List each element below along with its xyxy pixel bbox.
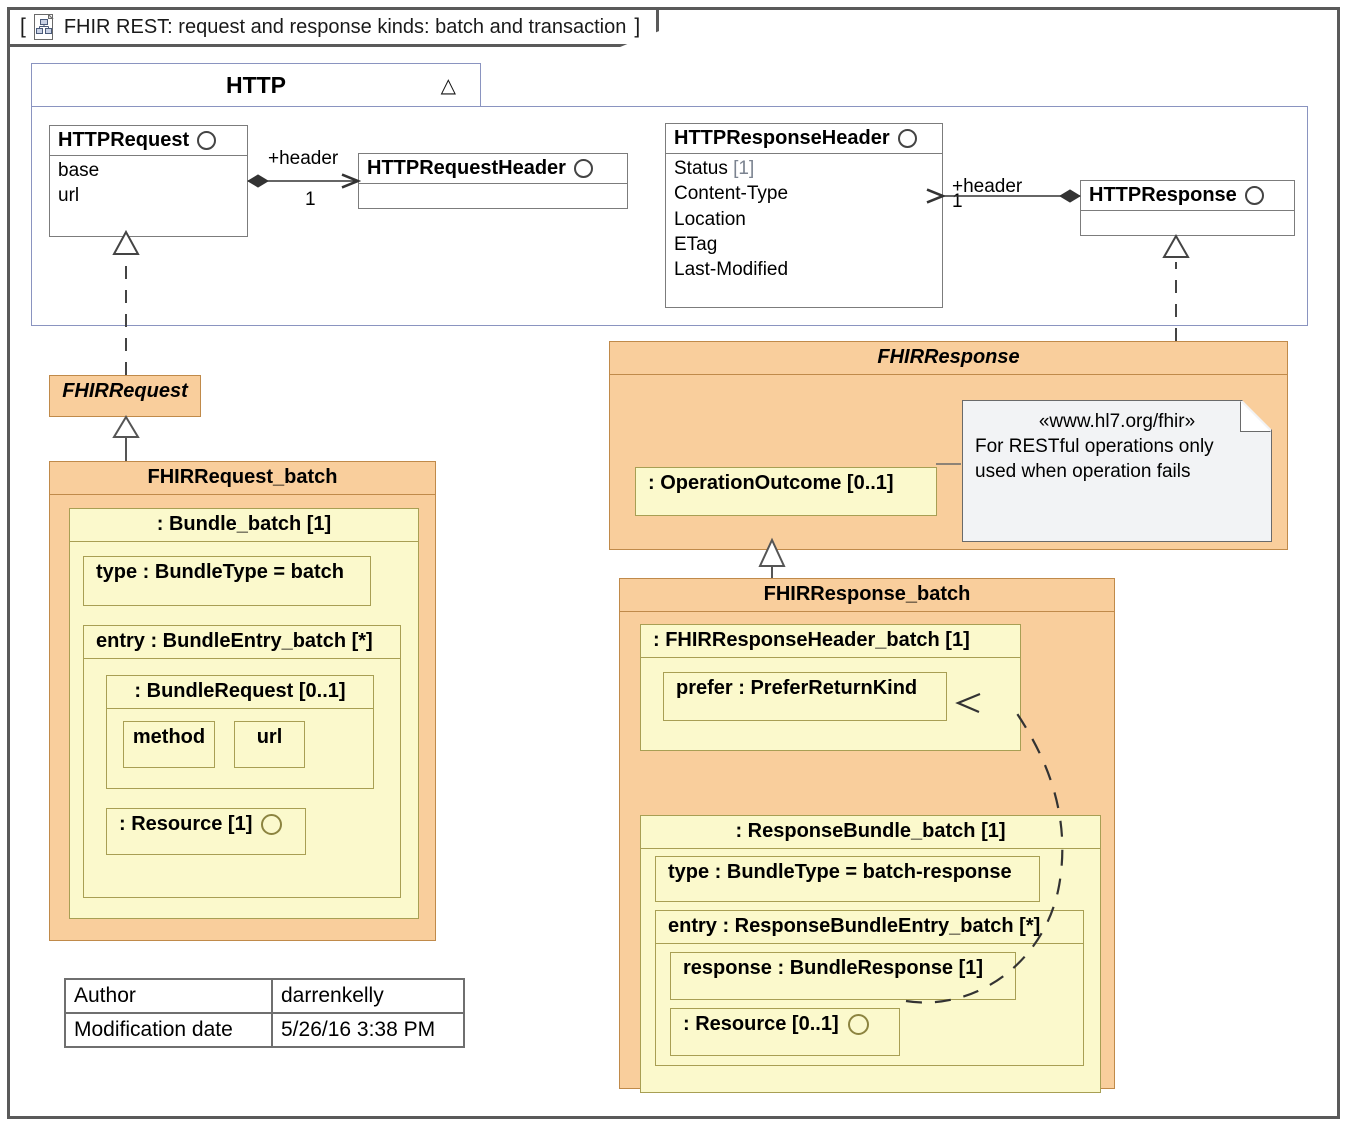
part-fhir-response-header-batch-label: : FHIRResponseHeader_batch [1] <box>641 625 1020 658</box>
note-hl7-fhir: «www.hl7.org/fhir» For RESTful operation… <box>962 400 1272 542</box>
part-prefer-label: prefer : PreferReturnKind <box>676 677 918 699</box>
class-http-response[interactable]: HTTPResponse <box>1080 180 1295 236</box>
diagram-title-text: FHIR REST: request and response kinds: b… <box>63 15 627 38</box>
part-response-bundle-entry[interactable]: entry : ResponseBundleEntry_batch [*] re… <box>655 910 1084 1066</box>
association-label-response-header-mult: 1 <box>952 191 963 212</box>
part-response-resource-label-wrap: : Resource [0..1] <box>671 1009 899 1041</box>
metadata-table: Author darrenkelly Modification date 5/2… <box>64 978 465 1048</box>
part-bundle-response[interactable]: response : BundleResponse [1] <box>670 952 1016 1000</box>
part-response-resource[interactable]: : Resource [0..1] <box>670 1008 900 1056</box>
class-http-request-header-name: HTTPRequestHeader <box>367 157 566 179</box>
part-bundle-entry-label: entry : BundleEntry_batch [*] <box>84 626 400 659</box>
table-row: Author darrenkelly <box>66 980 463 1012</box>
class-http-response-title: HTTPResponse <box>1081 181 1294 211</box>
part-resource-label-wrap: : Resource [1] <box>107 809 305 841</box>
class-fhir-request-batch-name: FHIRRequest_batch <box>50 462 435 495</box>
class-http-request-name: HTTPRequest <box>58 129 190 151</box>
part-bundle-type-label: type : BundleType = batch <box>96 561 344 583</box>
class-http-request-header-title: HTTPRequestHeader <box>359 154 627 184</box>
part-url[interactable]: url <box>234 721 305 768</box>
attribute-url: url <box>58 185 80 207</box>
class-fhir-response-batch[interactable]: FHIRResponse_batch : FHIRResponseHeader_… <box>619 578 1115 1093</box>
note-fold-icon <box>1240 401 1271 432</box>
diagram-title-tab: [ FHIR REST: request and response kinds:… <box>7 7 660 47</box>
metadata-key-author: Author <box>66 980 273 1012</box>
class-http-response-header-name: HTTPResponseHeader <box>674 127 890 149</box>
attribute-location: Location <box>674 208 746 230</box>
part-url-label: url <box>256 726 283 748</box>
part-response-bundle-entry-label: entry : ResponseBundleEntry_batch [*] <box>656 911 1083 944</box>
interface-circle-icon <box>1244 186 1264 205</box>
metadata-key-modification-date: Modification date <box>66 1014 273 1046</box>
class-http-response-name: HTTPResponse <box>1089 184 1237 206</box>
class-fhir-request-batch-body: : Bundle_batch [1] type : BundleType = b… <box>50 495 435 973</box>
class-diagram-icon <box>33 13 56 40</box>
attribute-last-modified: Last-Modified <box>674 259 789 281</box>
package-http-tab: HTTP △ <box>31 63 481 107</box>
association-label-response-header-role: +header <box>952 176 1023 197</box>
attribute-etag: ETag <box>674 233 718 255</box>
part-bundle-entry[interactable]: entry : BundleEntry_batch [*] : BundleRe… <box>83 625 401 898</box>
interface-circle-icon <box>261 814 283 835</box>
note-stereotype: «www.hl7.org/fhir» <box>1038 411 1196 432</box>
interface-circle-icon <box>847 1014 869 1035</box>
class-http-response-header-title: HTTPResponseHeader <box>666 124 942 154</box>
part-response-resource-label: : Resource [0..1] <box>683 1013 839 1035</box>
class-http-response-attributes <box>1081 211 1294 235</box>
class-http-request-header-attributes <box>359 184 627 208</box>
attribute-status: Status [1] <box>674 158 755 179</box>
class-fhir-request[interactable]: FHIRRequest <box>49 375 201 417</box>
attribute-base: base <box>58 160 100 181</box>
part-method-label: method <box>132 726 206 748</box>
part-prefer[interactable]: prefer : PreferReturnKind <box>663 672 947 721</box>
title-close-bracket: ] <box>634 15 641 38</box>
part-bundle-request[interactable]: : BundleRequest [0..1] method url <box>106 675 374 789</box>
class-http-request-attributes: base url <box>50 156 247 213</box>
metadata-value-author: darrenkelly <box>281 984 384 1007</box>
part-fhir-response-header-batch[interactable]: : FHIRResponseHeader_batch [1] prefer : … <box>640 624 1021 751</box>
interface-circle-icon <box>197 131 217 150</box>
part-bundle-batch-label: : Bundle_batch [1] <box>70 509 418 542</box>
title-open-bracket: [ <box>20 15 26 38</box>
note-line-1: For RESTful operations only <box>975 436 1214 458</box>
class-http-request-header: HTTPRequest <box>50 126 247 156</box>
part-bundle-type[interactable]: type : BundleType = batch <box>83 556 371 606</box>
part-response-bundle-type[interactable]: type : BundleType = batch-response <box>655 856 1040 902</box>
part-response-bundle-type-label: type : BundleType = batch-response <box>668 861 1012 883</box>
metadata-value-modification-date: 5/26/16 3:38 PM <box>281 1018 436 1041</box>
collapse-triangle-icon[interactable]: △ <box>440 74 456 97</box>
attribute-content-type: Content-Type <box>674 183 789 205</box>
class-http-request-header[interactable]: HTTPRequestHeader <box>358 153 628 209</box>
class-fhir-request-batch[interactable]: FHIRRequest_batch : Bundle_batch [1] typ… <box>49 461 436 941</box>
note-line-2: used when operation fails <box>975 461 1191 483</box>
class-http-response-header[interactable]: HTTPResponseHeader Status [1] Content-Ty… <box>665 123 943 308</box>
class-fhir-response[interactable]: FHIRResponse : OperationOutcome [0..1] «… <box>609 341 1288 550</box>
part-response-bundle-batch[interactable]: : ResponseBundle_batch [1] type : Bundle… <box>640 815 1101 1093</box>
part-operation-outcome[interactable]: : OperationOutcome [0..1] <box>635 467 937 516</box>
package-http-name: HTTP <box>225 72 287 98</box>
association-label-request-header-mult: 1 <box>305 189 316 210</box>
class-http-response-header-attributes: Status [1] Content-Type Location ETag La… <box>666 154 942 286</box>
part-bundle-request-label: : BundleRequest [0..1] <box>107 676 373 709</box>
part-resource-label: : Resource [1] <box>119 813 253 835</box>
part-resource[interactable]: : Resource [1] <box>106 808 306 855</box>
class-fhir-request-name: FHIRRequest <box>62 380 188 402</box>
interface-circle-icon <box>897 129 917 148</box>
part-bundle-response-label: response : BundleResponse [1] <box>683 957 984 979</box>
part-bundle-batch[interactable]: : Bundle_batch [1] type : BundleType = b… <box>69 508 419 919</box>
part-method[interactable]: method <box>123 721 215 768</box>
class-fhir-response-batch-name: FHIRResponse_batch <box>620 579 1114 612</box>
class-http-request[interactable]: HTTPRequest base url <box>49 125 248 237</box>
class-fhir-response-name: FHIRResponse <box>610 342 1287 375</box>
interface-circle-icon <box>573 159 593 178</box>
part-operation-outcome-label: : OperationOutcome [0..1] <box>648 472 894 494</box>
association-label-request-header-role: +header <box>268 148 339 169</box>
table-row: Modification date 5/26/16 3:38 PM <box>66 1012 463 1046</box>
part-response-bundle-batch-label: : ResponseBundle_batch [1] <box>641 816 1100 849</box>
